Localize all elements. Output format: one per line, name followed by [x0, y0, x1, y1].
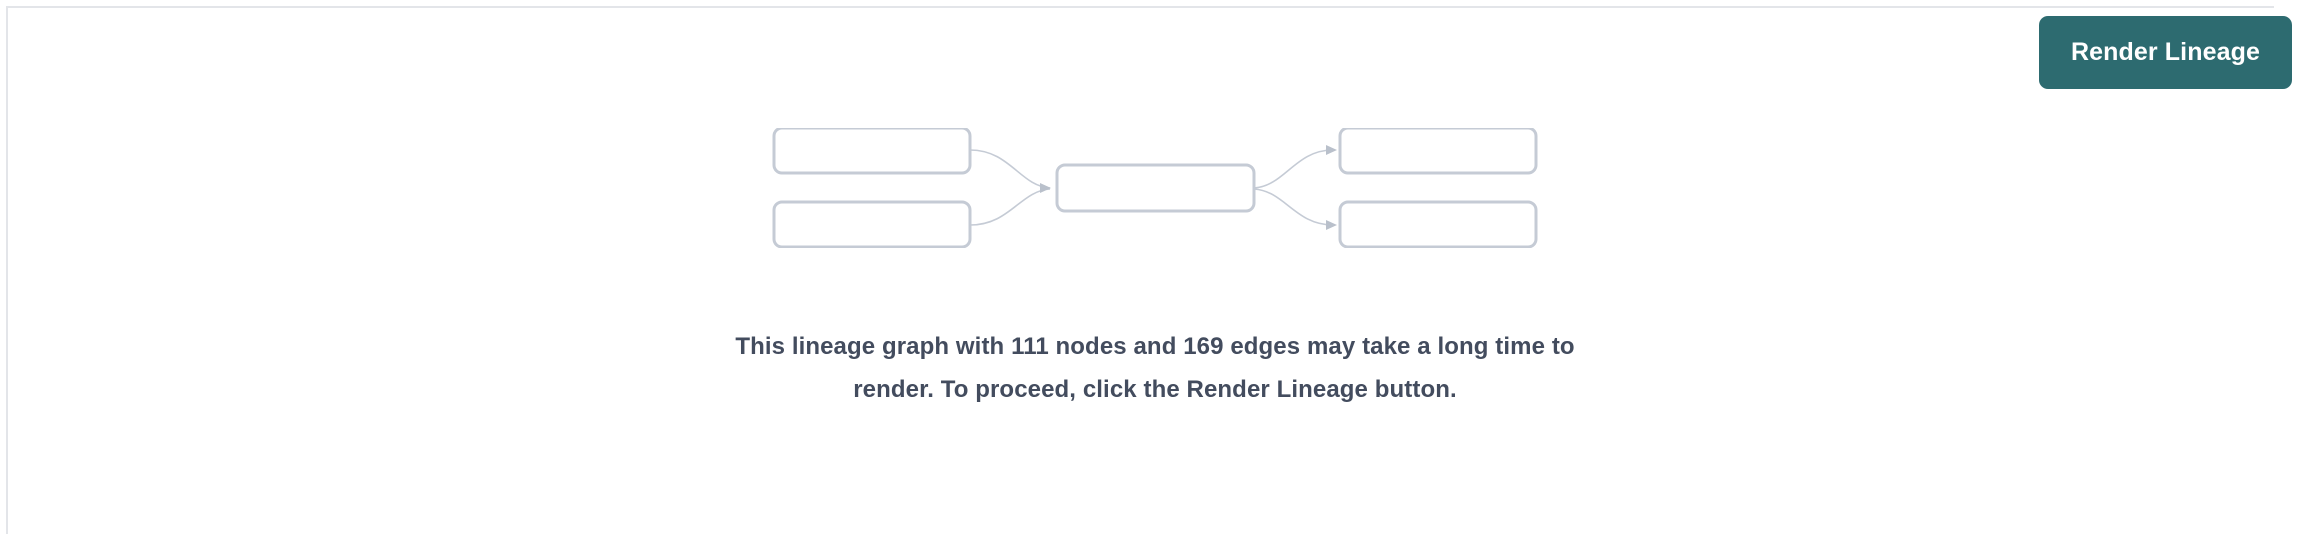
arrowhead-into-downstream-1: [1326, 145, 1337, 155]
render-lineage-button-label: Render Lineage: [2071, 38, 2260, 66]
node-upstream-1: [772, 128, 972, 175]
edge-group: [969, 149, 1334, 226]
node-group: [772, 128, 1538, 248]
render-lineage-button[interactable]: Render Lineage: [2039, 16, 2292, 89]
panel-top-divider: [6, 6, 2274, 8]
arrowhead-group: [1040, 145, 1337, 230]
edge-focus-to-downstream-1: [1253, 149, 1334, 189]
node-downstream-2: [1338, 200, 1538, 248]
node-downstream-1: [1338, 128, 1538, 175]
panel-left-divider: [6, 6, 8, 534]
edge-upstream-1-to-focus: [969, 149, 1051, 189]
edge-upstream-2-to-focus: [969, 188, 1051, 226]
node-upstream-2: [772, 200, 972, 248]
edge-focus-to-downstream-2: [1253, 188, 1334, 226]
lineage-placeholder-illustration: [772, 128, 1538, 248]
arrowhead-into-focus: [1040, 183, 1051, 193]
arrowhead-into-downstream-2: [1326, 220, 1337, 230]
node-focus: [1055, 163, 1256, 213]
lineage-empty-message: This lineage graph with 111 nodes and 16…: [735, 333, 1575, 403]
